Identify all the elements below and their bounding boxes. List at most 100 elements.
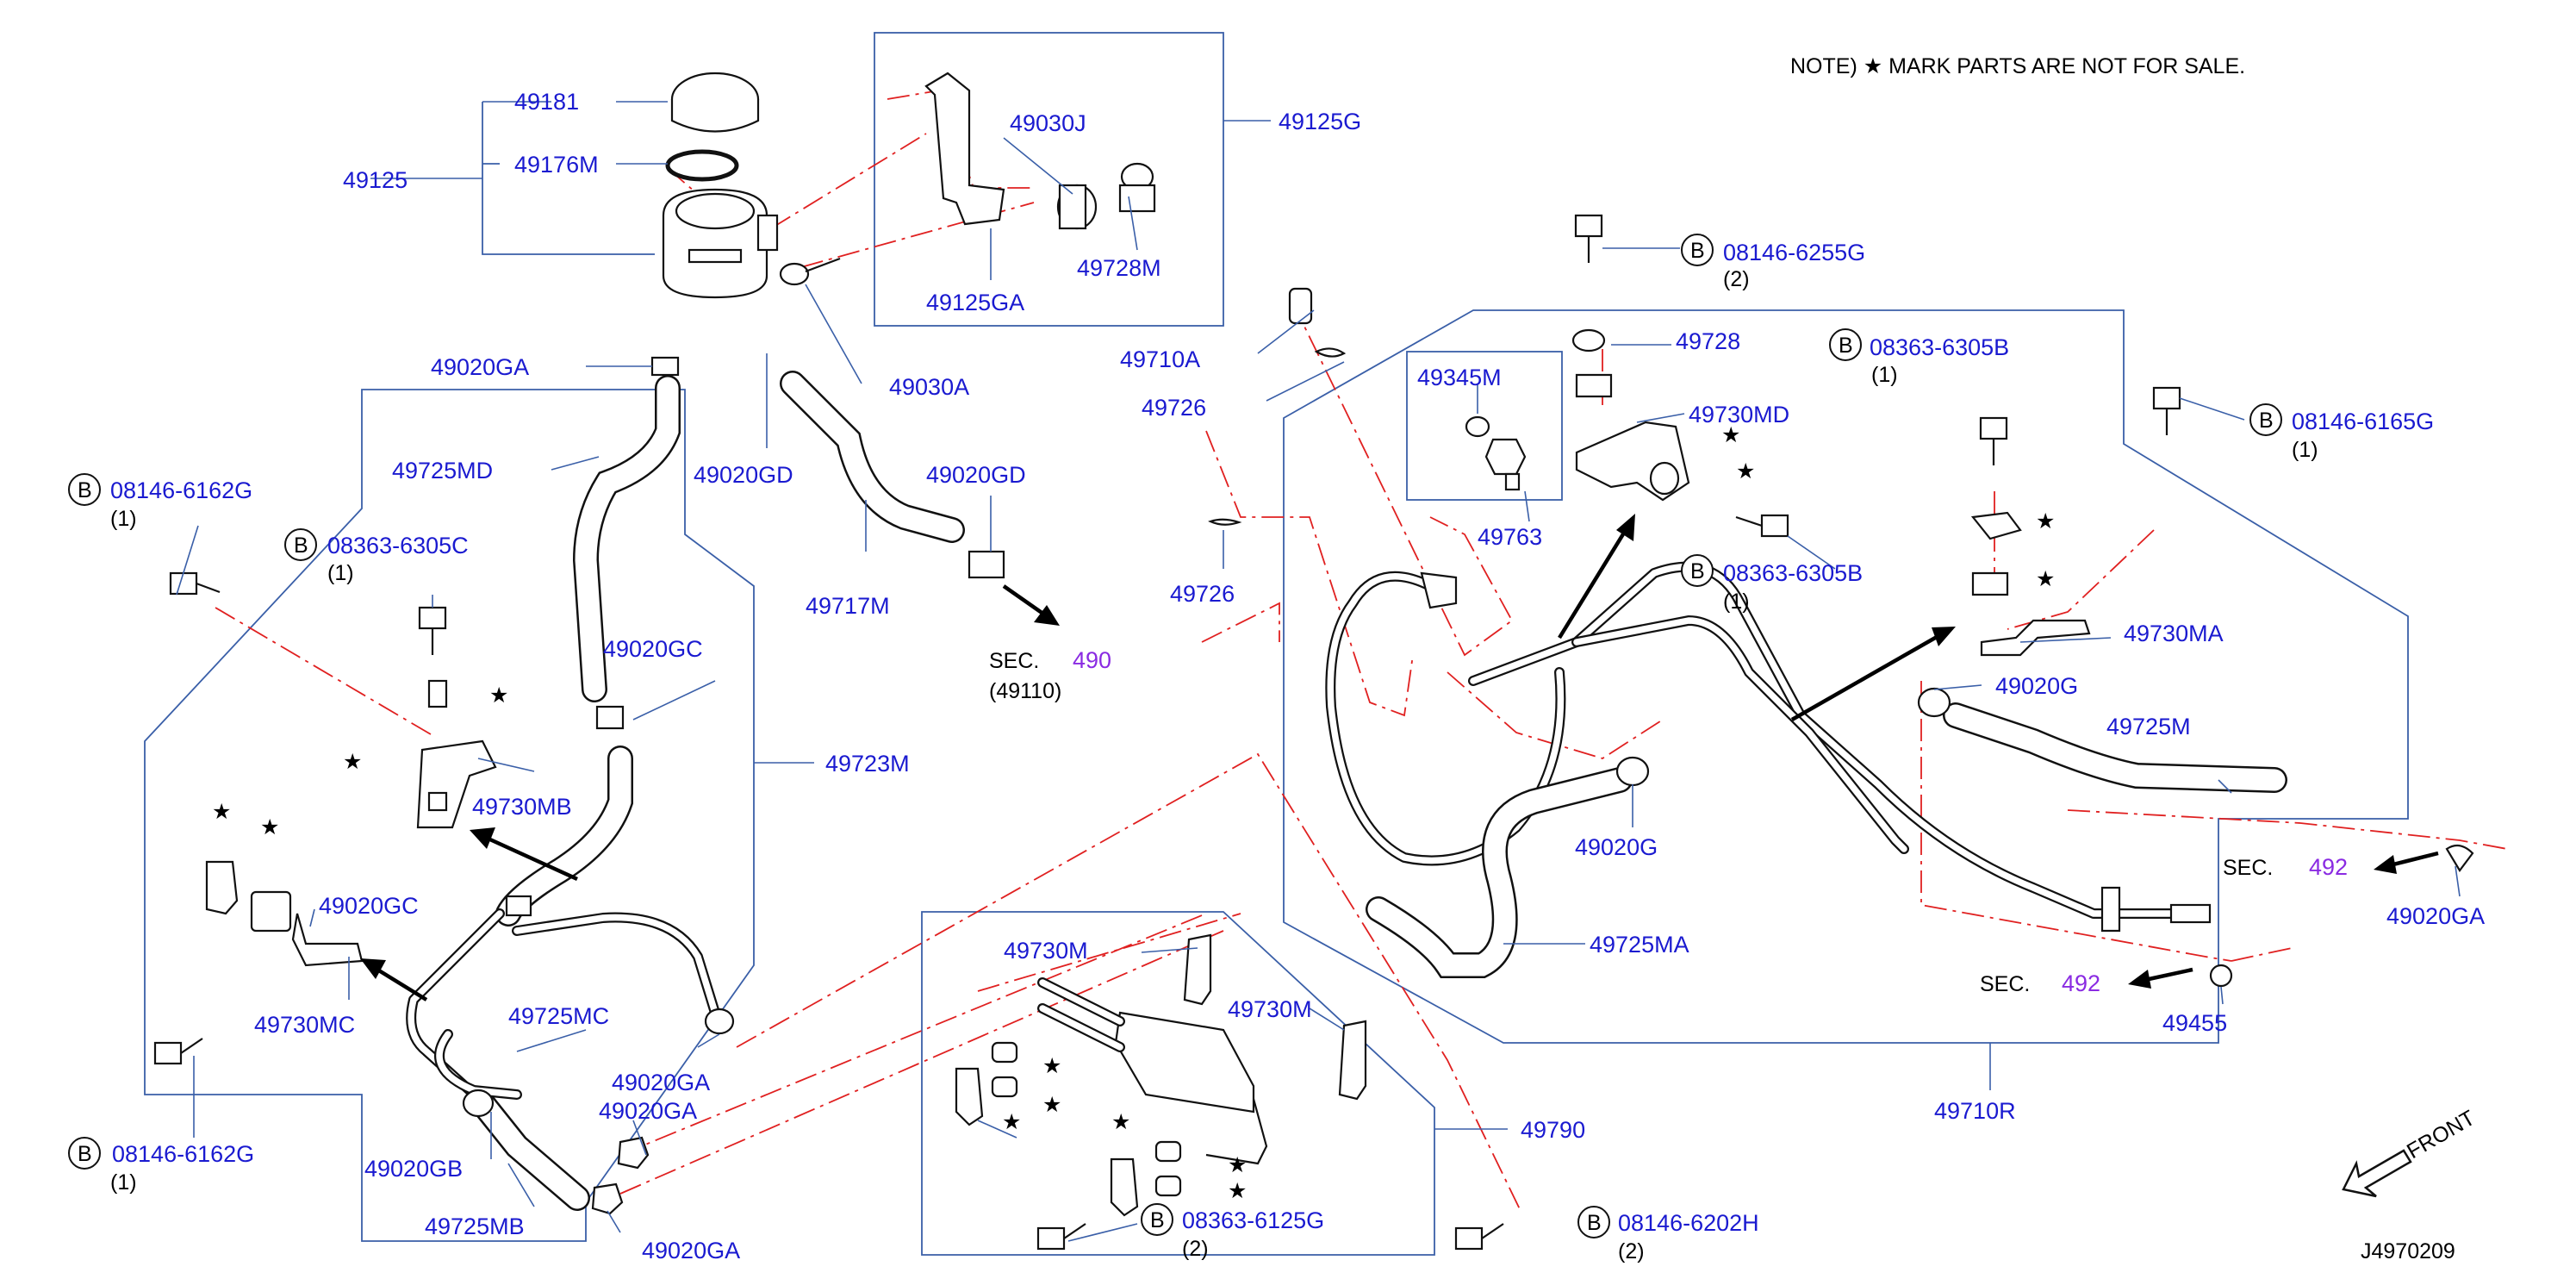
label-49730MD: 49730MD — [1689, 402, 1789, 427]
label-49725M: 49725M — [2106, 714, 2191, 739]
bolt-icon — [169, 571, 221, 596]
label-49730MC: 49730MC — [254, 1012, 355, 1038]
star-icon: ★ — [2036, 567, 2055, 591]
label-49730MB: 49730MB — [472, 794, 572, 820]
section-label: SEC. — [2223, 856, 2273, 880]
label-49020GA-bot: 49020GA — [642, 1238, 740, 1263]
return-hoses — [406, 371, 1005, 1215]
front-label: FRONT — [2403, 1106, 2480, 1164]
bolt-icon — [2152, 386, 2181, 435]
box-49345M — [1406, 351, 1563, 501]
star-icon: ★ — [212, 800, 231, 824]
label-49725MA: 49725MA — [1590, 932, 1689, 958]
leader-lines — [176, 101, 2461, 1242]
assembly-lines — [215, 89, 2508, 1212]
qty-6125G: (2) — [1182, 1237, 1209, 1261]
qty-6162G-bot: (1) — [110, 1170, 137, 1195]
star-icon: ★ — [2036, 509, 2055, 533]
group-outlines — [144, 32, 2409, 1256]
star-icon: ★ — [1721, 423, 1740, 447]
bolt-marker-b: B — [78, 478, 92, 502]
star-icon: ★ — [1736, 459, 1755, 484]
label-49726-a: 49726 — [1142, 395, 1206, 421]
label-49730M-b: 49730M — [1228, 996, 1312, 1022]
bolt-marker-b: B — [1690, 559, 1705, 583]
arrow-icon — [1790, 627, 1956, 721]
bolt-marker-b: B — [294, 533, 308, 558]
section-sub: (49110) — [989, 679, 1061, 703]
sensor-49763 — [1465, 415, 1527, 491]
bracket-49730MA — [1970, 511, 2091, 657]
diagram-code: J4970209 — [2361, 1239, 2455, 1263]
label-49020G-a: 49020G — [1995, 673, 2078, 699]
label-49030A: 49030A — [889, 374, 969, 400]
bolts — [153, 214, 2181, 1251]
box-49790 — [921, 911, 1435, 1256]
label-08146-6162G-bot: 08146-6162G — [112, 1141, 254, 1167]
label-49763: 49763 — [1478, 524, 1542, 550]
section-number: 492 — [2309, 854, 2348, 880]
label-49020GC-a: 49020GC — [603, 636, 703, 662]
box-49125G — [874, 32, 1224, 327]
label-08146-6255G: 08146-6255G — [1723, 240, 1865, 265]
arrow-icon — [1002, 584, 1060, 626]
label-08146-6162G-top: 08146-6162G — [110, 477, 252, 503]
bracket-49730MD — [1571, 328, 1690, 502]
label-08146-6202H: 08146-6202H — [1618, 1210, 1759, 1236]
reservoir-tank — [650, 72, 779, 377]
star-icon: ★ — [1042, 1054, 1061, 1078]
label-49125G: 49125G — [1279, 109, 1361, 134]
label-49710R: 49710R — [1934, 1098, 2016, 1124]
label-49020GB: 49020GB — [364, 1156, 463, 1182]
reservoir-bracket — [779, 72, 1156, 286]
label-49020G-b: 49020G — [1575, 834, 1658, 860]
section-number: 490 — [1073, 647, 1111, 673]
bolt-icon — [418, 606, 447, 655]
label-49125: 49125 — [343, 167, 408, 193]
star-icon: ★ — [343, 750, 362, 774]
section-number: 492 — [2062, 970, 2100, 996]
bolt-marker-b: B — [1150, 1208, 1165, 1232]
arrow-icon — [2128, 967, 2193, 989]
label-49730M-a: 49730M — [1004, 938, 1088, 964]
bolt-marker-b: B — [78, 1142, 92, 1166]
star-icon: ★ — [1042, 1093, 1061, 1117]
label-49790: 49790 — [1521, 1117, 1585, 1143]
label-49020GD-b: 49020GD — [926, 462, 1026, 488]
label-08363-6305C: 08363-6305C — [327, 533, 469, 558]
bracket-49730MB — [416, 679, 497, 829]
section-label: SEC. — [1980, 972, 2030, 996]
qty-6202H: (2) — [1618, 1239, 1645, 1263]
qty-6165G: (1) — [2292, 438, 2318, 462]
label-49345M: 49345M — [1417, 365, 1502, 390]
box-49710R — [1283, 309, 2409, 1044]
star-icon: ★ — [489, 683, 508, 708]
qty-6305C: (1) — [327, 561, 354, 585]
label-49455: 49455 — [2162, 1010, 2227, 1036]
label-49020GD-a: 49020GD — [694, 462, 793, 488]
label-08363-6305B-mid: 08363-6305B — [1723, 560, 1863, 586]
label-49725MB: 49725MB — [425, 1213, 525, 1239]
part-labels: 49181 49176M 49125 49030J 49125G 49728M … — [110, 89, 2485, 1263]
label-49710A: 49710A — [1120, 346, 1200, 372]
star-icon: ★ — [1111, 1110, 1130, 1134]
bolt-icon — [1574, 214, 1603, 263]
qty-6305B-mid: (1) — [1723, 590, 1750, 614]
label-49728M: 49728M — [1077, 255, 1161, 281]
section-label: SEC. — [989, 649, 1039, 673]
label-08363-6305B-top: 08363-6305B — [1870, 334, 2009, 360]
hose-clamp-icon — [650, 356, 680, 377]
star-icon: ★ — [1228, 1179, 1247, 1203]
bracket-49730MC — [205, 860, 364, 967]
label-49181: 49181 — [514, 89, 579, 115]
note-text: NOTE) ★ MARK PARTS ARE NOT FOR SALE. — [1790, 54, 2245, 78]
label-49030J: 49030J — [1010, 110, 1086, 136]
bolt-icon — [1036, 1223, 1086, 1251]
label-08146-6165G: 08146-6165G — [2292, 409, 2434, 434]
label-49020GA-mid2: 49020GA — [599, 1098, 697, 1124]
label-49020GA-right: 49020GA — [2386, 903, 2485, 929]
label-08363-6125G: 08363-6125G — [1182, 1207, 1324, 1233]
section-references: SEC. 490 (49110) SEC. 492 SEC. 492 — [989, 647, 2348, 996]
arrow-icon — [360, 958, 428, 1001]
